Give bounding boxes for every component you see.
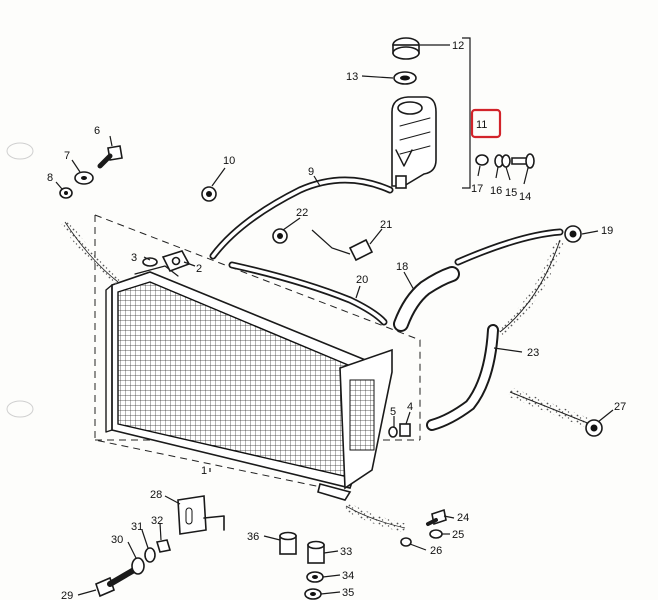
hose-20 xyxy=(228,261,388,326)
leader-lines xyxy=(55,44,614,596)
wire-19 xyxy=(454,228,565,336)
washer-30 xyxy=(131,557,145,575)
callout-2: 2 xyxy=(196,263,202,275)
hose-clamp-22 xyxy=(272,228,288,244)
hose-clamp-10 xyxy=(201,186,217,202)
washer-31 xyxy=(144,547,156,563)
callout-21: 21 xyxy=(380,219,392,231)
washer-25 xyxy=(429,529,443,539)
mount-33 xyxy=(307,540,325,564)
callout-33: 33 xyxy=(340,546,352,558)
callout-32: 32 xyxy=(151,515,163,527)
callout-17: 17 xyxy=(471,183,483,195)
washer-35 xyxy=(304,588,322,600)
cap-gasket xyxy=(393,71,417,85)
callout-16: 16 xyxy=(490,185,502,197)
binder-holes xyxy=(6,142,34,418)
callout-5: 5 xyxy=(390,406,396,418)
callout-12: 12 xyxy=(452,40,464,52)
bolt-29 xyxy=(95,567,137,598)
callout-31: 31 xyxy=(131,521,143,533)
callout-18: 18 xyxy=(396,261,408,273)
clip-21 xyxy=(348,238,374,262)
bolt-6 xyxy=(97,145,123,169)
callout-34: 34 xyxy=(342,570,354,582)
callout-8: 8 xyxy=(47,172,53,184)
bolt-24 xyxy=(426,508,447,526)
callout-6: 6 xyxy=(94,125,100,137)
callout-23: 23 xyxy=(527,347,539,359)
callout-24: 24 xyxy=(457,512,469,524)
callout-3: 3 xyxy=(131,252,137,264)
nut-8 xyxy=(59,187,73,199)
callout-30: 30 xyxy=(111,534,123,546)
mount-36 xyxy=(279,531,297,555)
callout-7: 7 xyxy=(64,150,70,162)
callout-27: 27 xyxy=(614,401,626,413)
hose-clamp-27 xyxy=(585,419,603,437)
washer-7 xyxy=(74,171,94,185)
callout-labels: 1 2 3 4 5 6 7 8 9 10 11 12 13 14 15 16 1… xyxy=(47,40,626,600)
callout-14: 14 xyxy=(519,191,531,203)
callout-15: 15 xyxy=(505,187,517,199)
filler-bracket xyxy=(142,250,191,272)
expansion-tank xyxy=(391,96,437,189)
nut-26 xyxy=(400,537,412,547)
callout-26: 26 xyxy=(430,545,442,557)
callout-35: 35 xyxy=(342,587,354,599)
callout-22: 22 xyxy=(296,207,308,219)
drain-tap xyxy=(388,423,411,438)
bracket-28 xyxy=(177,495,225,535)
callout-19: 19 xyxy=(601,225,613,237)
callout-9: 9 xyxy=(308,166,314,178)
radiator xyxy=(105,265,393,501)
callout-29: 29 xyxy=(61,590,73,600)
callout-20: 20 xyxy=(356,274,368,286)
hose-clamp-19 xyxy=(564,225,582,243)
wire-27 xyxy=(508,387,592,429)
hose-23 xyxy=(426,324,499,431)
hose-18 xyxy=(393,266,460,332)
tank-mount-hardware xyxy=(475,153,535,169)
callout-28: 28 xyxy=(150,489,162,501)
mesh-strips xyxy=(61,219,407,533)
callout-25: 25 xyxy=(452,529,464,541)
tank-cap xyxy=(392,37,420,60)
lead-21-tail xyxy=(311,229,351,255)
callout-11: 11 xyxy=(476,119,487,131)
nut-32 xyxy=(155,539,172,553)
callout-36: 36 xyxy=(247,531,259,543)
callout-10: 10 xyxy=(223,155,235,167)
highlight-box xyxy=(470,108,502,139)
group-bracket xyxy=(462,37,471,189)
hose-9 xyxy=(209,176,394,260)
washer-34 xyxy=(306,571,324,583)
callout-4: 4 xyxy=(407,401,413,413)
callout-1: 1 xyxy=(201,465,207,477)
callout-13: 13 xyxy=(346,71,358,83)
